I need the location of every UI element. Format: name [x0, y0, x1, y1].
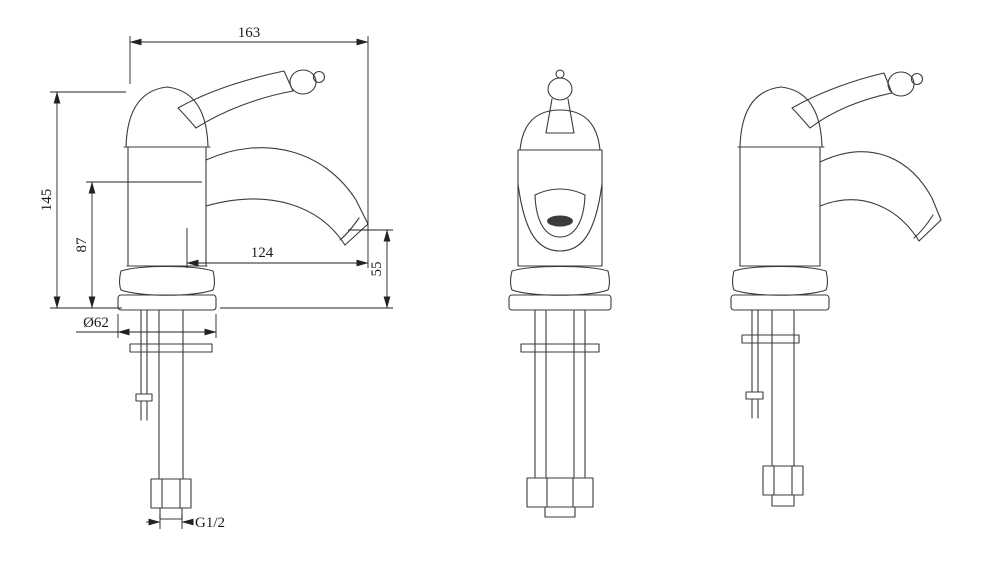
handle-ball	[547, 77, 573, 101]
spout-front-outline	[534, 188, 586, 238]
thread-stub	[159, 507, 183, 520]
hex-nut	[762, 465, 804, 496]
base-plate	[730, 294, 830, 311]
spout-inner-curve	[819, 199, 920, 242]
handle-lever	[739, 71, 924, 148]
under-counter-hardware-front	[520, 309, 600, 518]
handle-neck	[545, 98, 575, 134]
faucet-front-view	[508, 69, 612, 518]
dimension-value: 145	[39, 189, 55, 212]
base-front	[508, 265, 612, 311]
handle-ball	[887, 71, 915, 97]
thread-stub	[544, 506, 576, 518]
faucet-side-view-right	[730, 71, 942, 507]
base-bulge	[731, 265, 829, 296]
spout-front-curve	[517, 183, 603, 252]
faucet-side-view-left	[117, 69, 369, 520]
spout-inner-curve	[205, 198, 346, 246]
mounting-washer	[520, 343, 600, 353]
handle-ball	[289, 69, 317, 95]
base-bulge	[118, 265, 216, 296]
under-counter-hardware	[741, 309, 804, 507]
under-counter-hardware	[129, 309, 213, 520]
hex-nut	[150, 478, 192, 509]
base-plate	[117, 294, 217, 311]
spout-mouth	[547, 215, 573, 227]
lift-rod-clamp	[745, 391, 764, 400]
dim-thread-spec: G1/2	[146, 515, 225, 531]
handle-dome	[519, 109, 601, 151]
handle-front	[519, 69, 601, 151]
mounting-bracket	[741, 334, 800, 344]
handle-dome	[125, 86, 209, 148]
thread-stub	[771, 494, 795, 507]
base	[730, 265, 830, 311]
handle-lever-arm	[791, 72, 893, 129]
base	[117, 265, 217, 311]
dimension-value: 163	[238, 25, 261, 41]
faucet-body	[123, 146, 211, 267]
spout-outer-curve	[819, 151, 942, 221]
dim-overall-length: 163	[129, 25, 369, 268]
dimension-value: Ø62	[83, 315, 109, 331]
dimension-value: 124	[251, 245, 274, 261]
spout-tip-detail	[913, 214, 934, 239]
dimension-value: 55	[369, 262, 385, 277]
handle-tip-knob	[910, 72, 924, 86]
lift-rod-clamp	[135, 393, 153, 402]
spout	[205, 147, 369, 246]
spout-tip-edge	[918, 219, 942, 242]
handle-tip-knob	[555, 69, 565, 79]
spout-tip-detail	[339, 217, 360, 241]
dim-spout-reach: 124	[186, 228, 369, 268]
hex-nut	[526, 477, 594, 508]
mounting-washer	[129, 343, 213, 353]
handle-dome	[739, 86, 823, 148]
handle-lever-arm	[177, 70, 294, 129]
faucet-body	[737, 146, 825, 267]
dim-base-diameter: Ø62	[76, 314, 217, 338]
dimension-value: G1/2	[195, 515, 225, 531]
spout-tip-edge	[344, 223, 369, 246]
base-bulge	[509, 265, 611, 296]
dim-deck-to-spout-underside: 87	[74, 181, 202, 309]
handle-tip-knob	[312, 70, 326, 84]
spout-outer-curve	[205, 147, 369, 225]
faucet-body-front	[517, 149, 603, 267]
spout	[819, 151, 942, 242]
dim-spout-outlet-height: 55	[220, 229, 393, 309]
handle-lever	[125, 69, 326, 148]
dim-overall-height: 145	[39, 91, 126, 309]
dimension-annotations: 163 145 87 124 55	[39, 25, 393, 531]
base-plate	[508, 294, 612, 311]
dimension-value: 87	[74, 237, 90, 253]
